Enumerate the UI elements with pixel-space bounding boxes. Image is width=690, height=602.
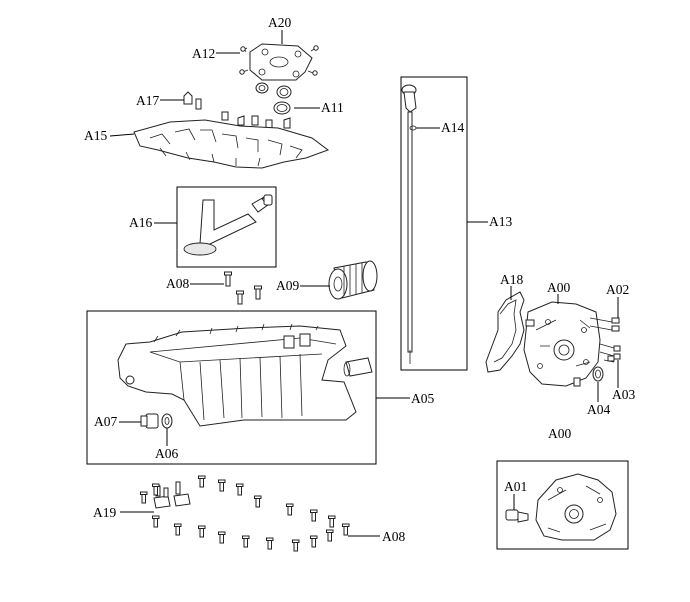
callout-a09: A09: [276, 278, 300, 293]
oil-strainer-box: [176, 186, 277, 268]
bolt-part-group-a08-bottom: [140, 475, 350, 552]
callout-a12: A12: [192, 46, 216, 61]
callout-a16: A16: [129, 215, 153, 230]
leader-lines: [109, 30, 619, 537]
windage-tray-part: [133, 119, 330, 169]
callout-a13: A13: [489, 214, 513, 229]
callout-a19: A19: [93, 505, 117, 520]
callout-a08-bottom: A08: [382, 529, 406, 544]
callout-a01: A01: [504, 479, 528, 494]
callout-a14: A14: [441, 120, 465, 135]
callout-a03: A03: [612, 387, 636, 402]
dipstick-part: [401, 84, 417, 364]
callout-a02: A02: [606, 282, 630, 297]
callout-a04: A04: [587, 402, 611, 417]
callout-a11: A11: [321, 100, 344, 115]
callout-a20: A20: [268, 15, 292, 30]
callout-a15: A15: [84, 128, 108, 143]
oil-pressure-sensor-part: [505, 509, 529, 523]
seal-ring-part: [255, 82, 292, 115]
oil-pump-detail-part: [535, 473, 617, 541]
baffle-plate-part: [249, 43, 313, 81]
oil-pan-box: [86, 310, 377, 465]
callout-a07: A07: [94, 414, 118, 429]
oil-strainer-part: [183, 194, 273, 256]
callout-a06: A06: [155, 446, 179, 461]
pump-bolt-group: [589, 317, 621, 382]
gasket-part: [485, 291, 525, 373]
oil-pan-part: [117, 323, 373, 427]
bolt-part-group-a08-top: [224, 271, 262, 305]
callout-a08-top: A08: [166, 276, 190, 291]
oil-pump-part: [523, 301, 601, 387]
bolt-part-group-a12: [239, 45, 319, 76]
callout-a05: A05: [411, 391, 435, 406]
dipstick-box: [400, 76, 468, 371]
callout-a00-main: A00: [547, 280, 571, 295]
callout-a17: A17: [136, 93, 160, 108]
callout-a18: A18: [500, 272, 524, 287]
washer-part: [161, 413, 173, 429]
drain-plug-part: [140, 413, 159, 429]
oil-filter-part: [328, 260, 378, 300]
oil-pump-detail-box: [496, 460, 629, 550]
callout-a00-detail: A00: [548, 426, 572, 441]
